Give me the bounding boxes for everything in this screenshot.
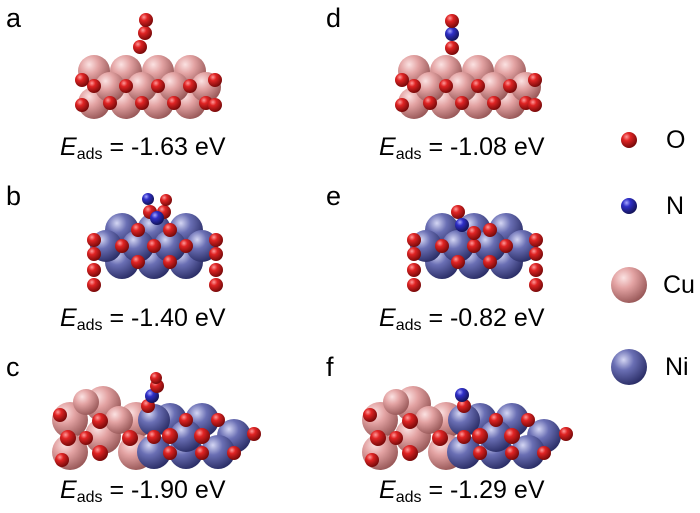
panel-letter-a: a — [6, 3, 22, 33]
legend-label-n: N — [666, 192, 685, 220]
panel-letter-c: c — [6, 352, 20, 382]
legend-label-cu: Cu — [663, 271, 695, 299]
structure-f — [362, 386, 573, 470]
structure-d — [395, 14, 542, 119]
eads-label-d: Eads = -1.08 eV — [379, 133, 545, 163]
panel-letter-b: b — [6, 181, 22, 211]
legend-label-o: O — [666, 126, 686, 154]
eads-label-c: Eads = -1.90 eV — [60, 476, 226, 506]
legend-ni-sphere — [611, 349, 647, 385]
eads-label-f: Eads = -1.29 eV — [379, 476, 545, 506]
legend-swatches — [611, 132, 647, 385]
legend-cu-sphere — [611, 267, 647, 303]
panel-letter-d: d — [326, 3, 342, 33]
legend-o-sphere — [621, 132, 637, 148]
eads-label-a: Eads = -1.63 eV — [60, 133, 226, 163]
structure-b — [87, 193, 223, 292]
eads-label-e: Eads = -0.82 eV — [379, 304, 545, 334]
eads-label-b: Eads = -1.40 eV — [60, 304, 226, 334]
panel-letter-e: e — [326, 181, 342, 211]
structure-a — [75, 13, 222, 119]
structure-e — [407, 205, 543, 292]
panel-letter-f: f — [326, 352, 334, 382]
structure-c — [52, 372, 261, 470]
legend-n-sphere — [621, 198, 637, 214]
legend-label-ni: Ni — [665, 353, 689, 381]
